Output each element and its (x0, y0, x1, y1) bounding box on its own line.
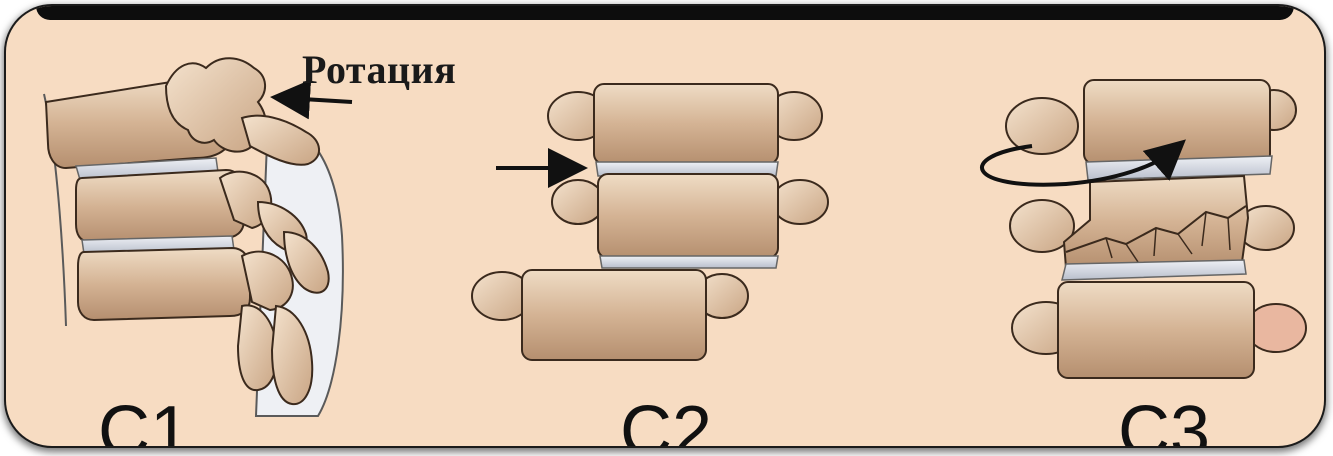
panel-c2-illustration (472, 84, 828, 360)
panel-label-c1: C1 (98, 396, 190, 446)
spine-illustration (6, 6, 1324, 446)
rotation-label: Ротация (302, 46, 456, 93)
rotation-arrow (286, 98, 352, 102)
panel-label-c2: C2 (620, 396, 712, 446)
figure-frame: Ротация C1 C2 C3 (6, 6, 1324, 446)
panel-c3-illustration (982, 80, 1306, 378)
panel-label-c3: C3 (1118, 396, 1210, 446)
panel-c1-illustration (44, 58, 352, 416)
